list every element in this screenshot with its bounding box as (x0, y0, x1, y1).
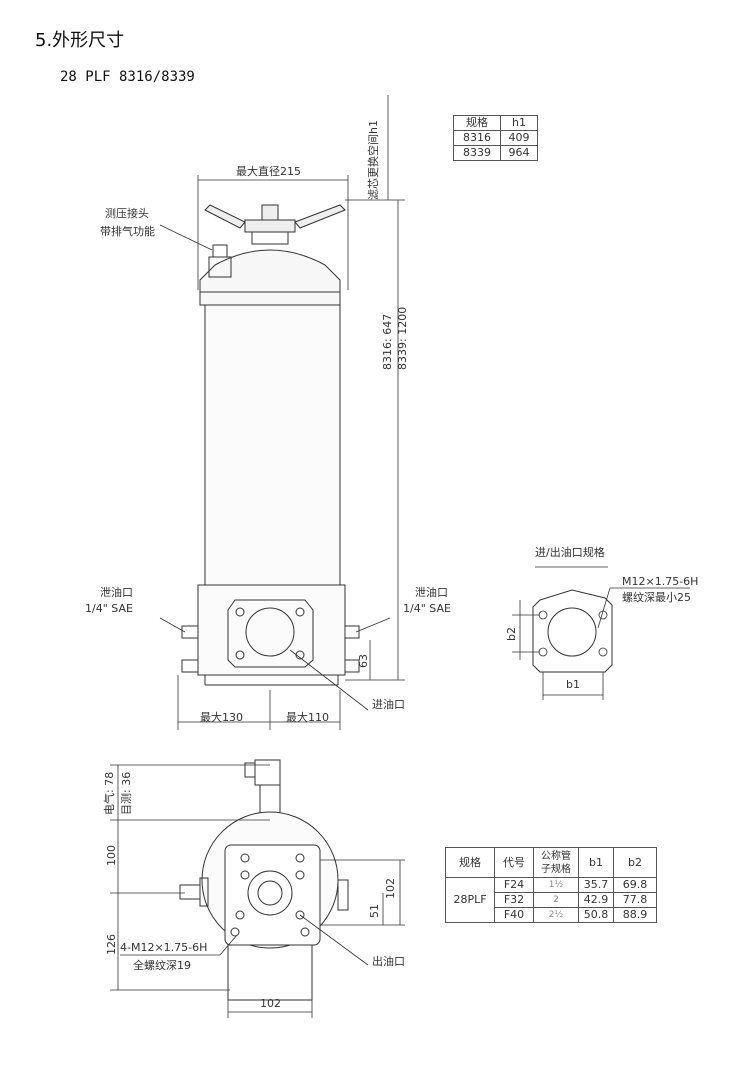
table-cell: 50.8 (578, 907, 614, 923)
table-header: 代号 (494, 847, 534, 878)
height-8339-label: 8339: 1200 (396, 306, 409, 370)
bottom-view-dimensions (110, 764, 405, 1018)
dim-51: 51 (368, 904, 381, 918)
model-title: 28 PLF 8316/8339 (60, 69, 195, 85)
table-cell-model: 28PLF (445, 877, 495, 923)
flange-thread-spec: M12×1.75-6H (622, 575, 699, 588)
drain-left-label: 泄油口 (100, 586, 133, 599)
table-row: F32 2 42.9 77.8 (446, 892, 657, 908)
bottom-thread-depth: 全螺纹深19 (133, 959, 191, 972)
table-cell: 2 (533, 892, 579, 908)
drain-right-label: 泄油口 (415, 586, 448, 599)
drain-left-size: 1/4" SAE (85, 602, 133, 615)
replace-space-label: 滤芯更换空间h1 (367, 120, 380, 200)
dim-63: 63 (357, 654, 370, 668)
table-header: 规格 (445, 847, 495, 878)
pressure-port-label: 测压接头 (105, 207, 149, 220)
table-row: 28PLF F24 1½ 35.7 69.8 (445, 877, 657, 923)
front-view-housing (181, 204, 360, 686)
pressure-port-vent-label: 带排气功能 (100, 225, 155, 238)
section-title: 5.外形尺寸 (35, 30, 125, 51)
height-8316-label: 8316: 647 (381, 313, 394, 370)
electric-78-label: 电气: 78 (103, 771, 116, 815)
table-header: b2 (613, 847, 657, 878)
dim-126: 126 (105, 934, 118, 955)
table-cell: F40 (494, 907, 534, 923)
dim-102-bottom: 102 (260, 997, 281, 1010)
table-cell: 88.9 (613, 907, 657, 923)
max-110-label: 最大110 (286, 711, 329, 724)
table-cell: 77.8 (613, 892, 657, 908)
dim-100: 100 (105, 845, 118, 866)
b2-label: b2 (505, 627, 518, 641)
table-cell: 2½ (533, 907, 579, 923)
table-cell: F32 (494, 892, 534, 908)
table-cell: 8339 (453, 145, 501, 161)
outlet-label: 出油口 (372, 955, 405, 968)
table-header: b1 (578, 847, 614, 878)
table-cell: F24 (494, 877, 534, 893)
front-view-dimensions (159, 95, 690, 730)
table-cell: 42.9 (578, 892, 614, 908)
drain-right-size: 1/4" SAE (403, 602, 451, 615)
table-cell: 69.8 (613, 877, 657, 893)
table-row: F40 2½ 50.8 88.9 (446, 907, 657, 923)
max-130-label: 最大130 (200, 711, 243, 724)
table-cell: 1½ (533, 877, 579, 893)
bottom-view-housing (179, 759, 349, 1001)
b1-label: b1 (566, 678, 580, 691)
max-diameter-label: 最大直径215 (236, 165, 301, 178)
dim-102-right: 102 (384, 878, 397, 899)
inlet-label: 进油口 (372, 698, 405, 711)
visual-36-label: 目测: 36 (120, 771, 133, 815)
port-spec-table: 规格 代号 公称管子规格 b1 b2 28PLF F24 1½ 35.7 69.… (445, 847, 657, 923)
flange-thread-depth: 螺纹深最小25 (622, 591, 691, 604)
bottom-thread-spec: 4-M12×1.75-6H (120, 941, 208, 954)
flange-detail-title: 进/出油口规格 (535, 546, 605, 559)
table-cell: 35.7 (578, 877, 614, 893)
table-header: 公称管子规格 (533, 847, 579, 878)
table-cell: 964 (500, 145, 538, 161)
